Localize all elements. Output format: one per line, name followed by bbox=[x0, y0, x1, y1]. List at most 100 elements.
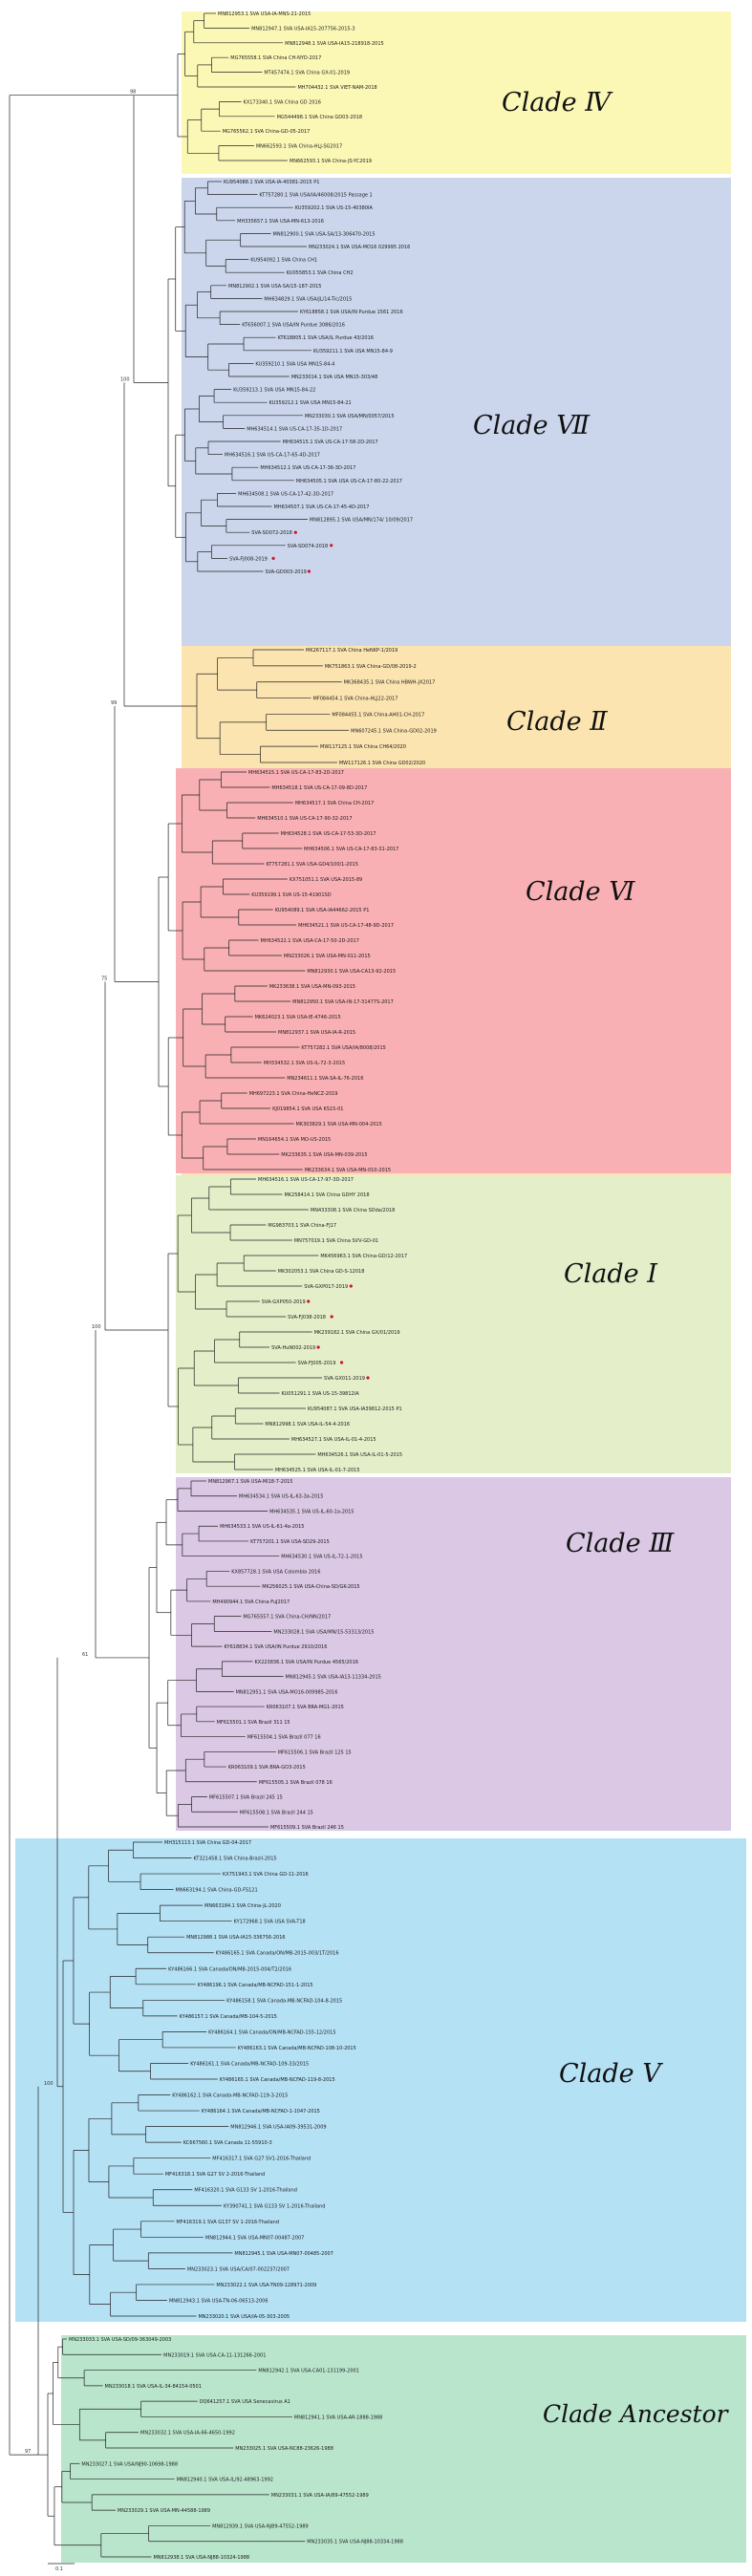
taxon-label: KU359211.1 SVA USA MN15-84-9 bbox=[313, 349, 393, 354]
taxon-label: MN233032.1 SVA USA-IA-66-4650-1992 bbox=[140, 2431, 235, 2436]
taxon-label: MN234611.1 SVA-SA-IL-76-2016 bbox=[287, 1076, 363, 1082]
taxon-label: MH335657.1 SVA USA-MN-613-2016 bbox=[237, 219, 324, 225]
taxon-label: MH634829.1 SVA USA/JL/14-Tic/2015 bbox=[264, 296, 352, 302]
taxon-label: MN233029.1 SVA USA-MN-44588-1989 bbox=[118, 2508, 210, 2514]
taxon-label: MN812941.1 SVA USA-AR-1888-1988 bbox=[294, 2415, 382, 2420]
taxon-label: MH634514.1 SVA US-CA-17-35-1D-2017 bbox=[247, 426, 342, 432]
taxon-label: MN607245.1 SVA China-GD02-2019 bbox=[351, 728, 437, 734]
taxon-label: MH634535.1 SVA US-IL-60-1a-2015 bbox=[269, 1509, 354, 1514]
taxon-label: MF416318.1 SVA G27 SV 2-2016-Thailand bbox=[165, 2172, 265, 2178]
taxon-label: MN812937.1 SVA USA-IA-R-2015 bbox=[278, 1030, 355, 1036]
taxon-label: KU051291.1 SVA US-15-39812IA bbox=[281, 1391, 359, 1397]
taxon-label: MK256025.1 SVA USA-China-SD/GK-2015 bbox=[262, 1584, 359, 1590]
taxon-label: MH634528.1 SVA US-CA-17-53-3D-2017 bbox=[281, 831, 376, 837]
taxon-label: MN812951.1 SVA USA-MO16-009985-2016 bbox=[236, 1689, 338, 1695]
highlight-marker bbox=[293, 530, 297, 534]
taxon-label: MF615506.1 SVA Brazil 125 15 bbox=[278, 1750, 352, 1755]
taxon-label: SVA-FJ008-2019 bbox=[229, 556, 268, 562]
bootstrap-value: 75 bbox=[101, 977, 107, 982]
taxon-label: KY172968.1 SVA USA SVA-T18 bbox=[234, 1920, 306, 1925]
taxon-label: MF615508.1 SVA Brazil 244 15 bbox=[240, 1810, 313, 1815]
taxon-label: SVA-FJ038-2018 bbox=[288, 1315, 326, 1320]
taxon-label: MH634518.1 SVA US-CA-17-09-8D-2017 bbox=[271, 785, 367, 791]
bootstrap-value: 100 bbox=[120, 376, 130, 382]
taxon-label: KX857728.1 SVA USA Colombia 2016 bbox=[231, 1569, 320, 1575]
clade-box-v bbox=[15, 1838, 746, 2322]
taxon-label: MF615507.1 SVA Brazil 245 15 bbox=[209, 1795, 283, 1801]
taxon-label: KY486161.1 SVA Canada/MB-NCFAD-109-33/20… bbox=[190, 2061, 309, 2067]
taxon-label: MN812945.1 SVA USA-IA13-11334-2015 bbox=[286, 1675, 381, 1681]
taxon-label: MN812944.1 SVA USA-MN07-00487-2007 bbox=[205, 2235, 304, 2241]
bootstrap-value: 98 bbox=[130, 90, 136, 96]
taxon-label: KR063107.1 SVA BRA-MG1-2015 bbox=[267, 1705, 344, 1710]
bootstrap-value: 100 bbox=[92, 1324, 101, 1330]
taxon-label: KT618805.1 SVA USA/IL Purdue 43/2016 bbox=[278, 335, 374, 341]
taxon-label: MN662593.1 SVA China-HLJ-SG2017 bbox=[256, 144, 342, 150]
taxon-label: SVA-GXP017-2019 bbox=[304, 1284, 348, 1290]
taxon-label: MN812967.1 SVA USA-MI18-7-2015 bbox=[208, 1479, 293, 1485]
taxon-label: MN812938.1 SVA USA-NJ88-10324-1988 bbox=[153, 2555, 249, 2561]
taxon-label: MH634533.1 SVA US-IL-61-4a-2015 bbox=[220, 1524, 304, 1530]
taxon-label: KY390741.1 SVA G133 SV 1-2016-Thailand bbox=[224, 2203, 326, 2209]
taxon-label: KX751943.1 SVA China GD-11-2016 bbox=[223, 1872, 309, 1878]
highlight-marker bbox=[339, 1361, 344, 1364]
taxon-label: MN233024.1 SVA USA-MO16 029995 2016 bbox=[309, 245, 410, 250]
taxon-label: MG765558.1 SVA China CH-NYD-2017 bbox=[230, 55, 321, 61]
bootstrap-value: 97 bbox=[25, 2449, 31, 2455]
taxon-label: MH334532.1 SVA US-IL-72-3-2015 bbox=[264, 1061, 345, 1066]
taxon-label: MN812947.1 SVA USA-IA15-207756-2015-3 bbox=[251, 26, 355, 32]
taxon-label: MN233033.1 SVA USA-SD/09-363049-2003 bbox=[69, 2337, 171, 2343]
taxon-label: MN812988.1 SVA USA-IA15-336756-2016 bbox=[186, 1935, 286, 1941]
taxon-label: MH634515.1 SVA US-CA-17-83-2D-2017 bbox=[248, 770, 344, 776]
clade-label-i: Clade Ⅰ bbox=[564, 1259, 657, 1289]
taxon-label: MK456963.1 SVA China-GD/12-2017 bbox=[320, 1254, 407, 1259]
taxon-label: MK233635.1 SVA USA-MN-039-2015 bbox=[281, 1152, 367, 1158]
taxon-label: MN233014.1 SVA USA MN15-303/48 bbox=[291, 375, 378, 380]
taxon-label: KY486196.1 SVA Canada/MB-NCFAD-151-1-201… bbox=[198, 1983, 313, 1988]
taxon-label: MN663194.1 SVA China-GD-FS121 bbox=[176, 1888, 258, 1894]
taxon-label: MF084455.1 SVA China-AH01-CH-2017 bbox=[332, 712, 424, 718]
taxon-label: MH704432.1 SVA VIET-NAM-2018 bbox=[297, 85, 376, 91]
taxon-label: MN812998.1 SVA USA-IL-54-4-2016 bbox=[265, 1422, 350, 1428]
taxon-label: MK258414.1 SVA China GDHY 2018 bbox=[284, 1192, 369, 1198]
taxon-label: MH634508.1 SVA US-CA-17-42-3D-2017 bbox=[238, 491, 333, 497]
clade-label-iv: Clade Ⅳ bbox=[502, 88, 612, 118]
taxon-label: MF084454.1 SVA China-HLJ22-2017 bbox=[313, 697, 398, 702]
highlight-marker bbox=[366, 1376, 370, 1380]
taxon-label: MN812942.1 SVA USA-CA01-131199-2001 bbox=[258, 2369, 359, 2374]
taxon-label: MK233634.1 SVA USA-MN-010-2015 bbox=[305, 1168, 391, 1173]
taxon-label: MN663184.1 SVA China-JL-2020 bbox=[204, 1903, 281, 1909]
taxon-label: MN812895.1 SVA USA/MN/174/ 10/09/2017 bbox=[310, 518, 413, 524]
taxon-label: MN812943.1 SVA USA-TN-06-06513-2006 bbox=[169, 2298, 269, 2304]
taxon-label: KU359210.1 SVA USA MN15-84-4 bbox=[255, 361, 334, 367]
taxon-label: KU359212.1 SVA USA MN15-84-21 bbox=[269, 400, 351, 406]
bootstrap-value: 61 bbox=[82, 1652, 88, 1658]
clade-box-iii bbox=[176, 1477, 731, 1831]
taxon-label: MN812900.1 SVA USA-SA/13-306470-2015 bbox=[273, 231, 376, 237]
taxon-label: MG544498.1 SVA China GD03-2018 bbox=[277, 115, 362, 120]
taxon-label: SVA-SD072-2018 bbox=[251, 530, 292, 536]
taxon-label: MW117125.1 SVA China CH64/2020 bbox=[320, 744, 406, 750]
taxon-label: KX173340.1 SVA China GD 2016 bbox=[244, 99, 321, 105]
taxon-label: MF416320.1 SVA G133 SV 1-2016-Thailand bbox=[194, 2188, 297, 2194]
clade-label-vii: Clade Ⅶ bbox=[473, 411, 591, 440]
taxon-label: MN233019.1 SVA USA-CA-11-131266-2001 bbox=[163, 2352, 266, 2358]
taxon-label: KU954088.1 SVA USA-IA-40381-2015 P1 bbox=[224, 180, 319, 185]
taxon-label: MG765557.1 SVA China-CH/NN/2017 bbox=[243, 1615, 331, 1621]
taxon-label: MH634525.1 SVA USA-IL-01-7-2015 bbox=[275, 1468, 360, 1473]
taxon-label: KY486164.1 SVA Canada/ON/MB-NCFAD-155-12… bbox=[208, 2029, 335, 2035]
taxon-label: MN233025.1 SVA USA-NC88-23626-1988 bbox=[235, 2446, 333, 2452]
bootstrap-value: 100 bbox=[44, 2081, 54, 2087]
taxon-label: KT656007.1 SVA USA/IN Purdue 3086/2016 bbox=[242, 323, 345, 329]
taxon-label: KJ019854.1 SVA USA KS15-01 bbox=[272, 1106, 343, 1112]
taxon-label: MN233035.1 SVA USA-NJ88-10334-1988 bbox=[307, 2540, 403, 2545]
taxon-label: MK233638.1 SVA USA-MN-093-2015 bbox=[269, 984, 355, 990]
taxon-label: SVA-GX011-2019 bbox=[324, 1376, 365, 1382]
taxon-label: MN812902.1 SVA USA-SA/15-187-2015 bbox=[228, 284, 321, 290]
taxon-label: MH634507.1 SVA US-CA-17-45-4D-2017 bbox=[274, 504, 370, 510]
taxon-label: KY618858.1 SVA USA/IN Purdue 1561 2016 bbox=[300, 310, 403, 315]
taxon-label: MN164654.1 SVA MO-US-2015 bbox=[258, 1137, 331, 1143]
taxon-label: MW117126.1 SVA China GD02/2020 bbox=[339, 761, 425, 766]
taxon-label: MK368435.1 SVA China HBWH-JX2017 bbox=[344, 680, 436, 686]
taxon-label: KX751051.1 SVA USA-2015-89 bbox=[290, 877, 362, 883]
